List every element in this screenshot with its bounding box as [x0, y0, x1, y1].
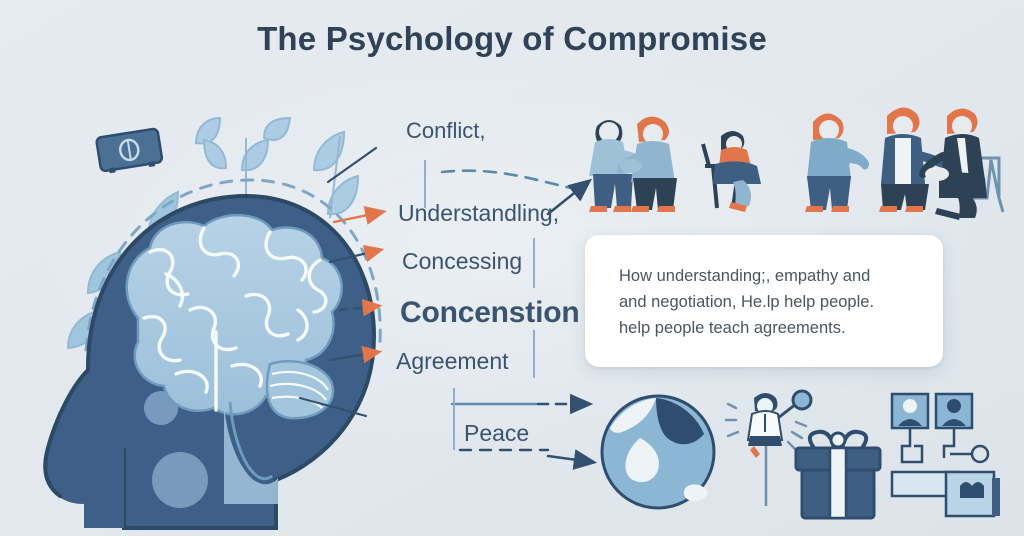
concept-label-list: Conflict, Understandling, Concessing Con…: [396, 100, 616, 470]
label-peace: Peace: [464, 420, 530, 446]
label-conflict: Conflict,: [406, 118, 486, 143]
dashed-arc-halo: [84, 178, 382, 352]
gift-box-icon: [794, 429, 882, 520]
person-with-key-icon: [724, 389, 813, 506]
summary-line-1: How understanding;, empathy and: [619, 267, 871, 285]
label-concessing: Concessing: [402, 248, 523, 274]
tick-mark-mid: [533, 238, 535, 288]
banknote-icon: [95, 127, 164, 174]
tick-mark-lower: [533, 330, 535, 378]
globe-icon: [600, 394, 716, 510]
figure-seated-person: [701, 131, 761, 212]
negotiation-people-row: [575, 96, 1005, 220]
outcome-icons-row: [548, 382, 1008, 522]
summary-line-2: and negotiation, He.lp help people.: [619, 293, 875, 311]
head-brain-illustration: [28, 116, 388, 530]
label-concenstion: Concenstion: [400, 296, 580, 329]
figure-handshake-pair: [589, 116, 677, 212]
page-title: The Psychology of Compromise: [257, 20, 767, 57]
label-agreement: Agreement: [396, 348, 509, 374]
figure-handshake-with-seated: [879, 107, 1005, 220]
brain-illustration: [125, 214, 343, 504]
figure-standing-speaker: [805, 113, 869, 212]
summary-card: How understanding;, empathy and and nego…: [585, 235, 943, 367]
tick-mark-upper: [424, 160, 426, 208]
summary-card-text: How understanding;, empathy and and nego…: [619, 263, 919, 341]
tick-mark-peace: [453, 388, 455, 450]
summary-line-3: help people teach agreements.: [619, 319, 846, 337]
avatar-diagram-icon: [890, 392, 1000, 518]
label-understanding: Understandling,: [398, 200, 560, 226]
